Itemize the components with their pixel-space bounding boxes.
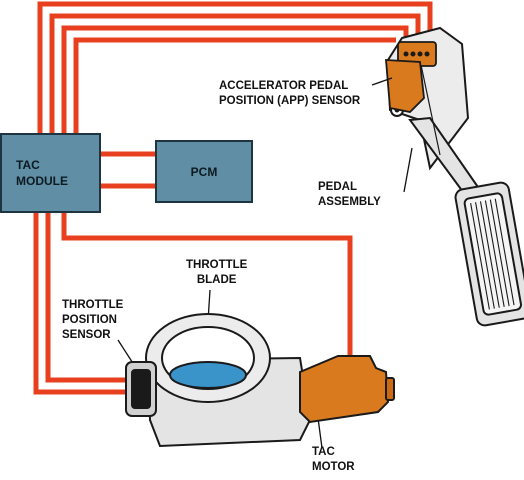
app-sensor-body <box>385 59 425 113</box>
leader-pedal <box>403 147 413 193</box>
wire-tac-to-motor <box>61 213 353 356</box>
app-sensor <box>385 41 437 113</box>
leader-app <box>371 77 393 86</box>
pedal-assembly-label: PEDAL ASSEMBLY <box>318 181 381 208</box>
throttle-position-sensor-label: THROTTLE POSITION SENSOR <box>62 299 124 341</box>
tac-motor-label: TAC MOTOR <box>312 446 355 473</box>
wire-tac-to-app-2 <box>49 13 421 133</box>
tac-motor-cap <box>385 377 395 401</box>
wire-tac-to-app-3 <box>61 25 409 133</box>
tps-connector <box>131 369 151 409</box>
app-sensor-label: ACCELERATOR PEDAL POSITION (APP) SENSOR <box>219 80 361 107</box>
tac-module-label: TAC MODULE <box>16 158 68 188</box>
wire-tac-to-tps-1 <box>33 213 126 395</box>
throttle-blade <box>169 361 247 389</box>
pedal-pad <box>454 181 524 327</box>
wire-tac-to-tps-2 <box>45 213 126 383</box>
leader-motor <box>317 417 323 449</box>
throttle-body <box>125 313 395 448</box>
wire-tac-to-app-4 <box>73 37 396 133</box>
throttle-blade-label: THROTTLE BLADE <box>186 259 248 286</box>
pcm-label: PCM <box>190 164 218 179</box>
tac-module: TAC MODULE <box>0 133 101 213</box>
wiring <box>33 1 433 395</box>
tac-motor-housing <box>299 355 390 424</box>
pcm-block: PCM <box>155 140 253 203</box>
wire-tac-to-app-1 <box>37 1 433 133</box>
